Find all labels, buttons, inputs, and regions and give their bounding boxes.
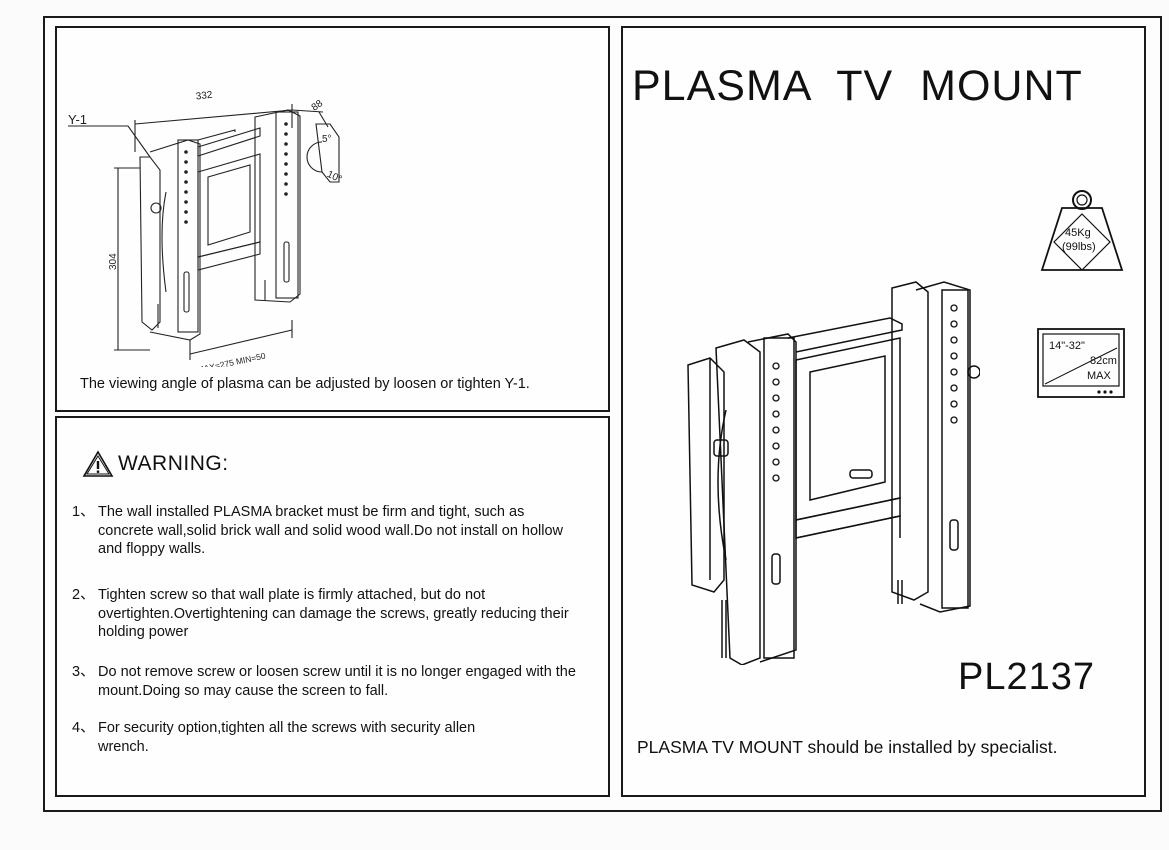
warning-item: 1、 The wall installed PLASMA bracket mus… [72, 503, 578, 559]
adjustment-caption: The viewing angle of plasma can be adjus… [80, 376, 530, 392]
warning-item: 2、 Tighten screw so that wall plate is f… [72, 586, 578, 642]
weight-icon: 45Kg (99lbs) [1040, 190, 1124, 271]
warning-item-number: 1、 [72, 504, 95, 520]
warning-title: WARNING: [118, 452, 229, 475]
panel-divider [55, 410, 610, 418]
warning-heading: WARNING: [82, 450, 229, 478]
screen-max: MAX [1087, 370, 1112, 382]
screen-range: 14"-32" [1049, 340, 1085, 352]
part-label-y1: Y-1 [68, 112, 87, 127]
dim-width: 332 [195, 90, 213, 103]
warning-item-text: For security option,tighten all the scre… [98, 720, 476, 755]
angle-a: 5° [322, 134, 332, 145]
mount-product-illustration [687, 281, 980, 665]
warning-item-text: Do not remove screw or loosen screw unti… [98, 664, 576, 699]
installation-note: PLASMA TV MOUNT should be installed by s… [637, 737, 1058, 757]
bracket-dimension-diagram: Y-1 332 88 5° 10° 304 MAX=275 MIN=50 [68, 90, 343, 367]
warning-item-number: 2、 [72, 587, 95, 603]
angle-b: 10° [325, 169, 343, 185]
screen-cm: 82cm [1090, 355, 1117, 367]
warning-item: 4、 For security option,tighten all the s… [72, 719, 498, 756]
weight-kg: 45Kg [1065, 227, 1091, 239]
model-number: PL2137 [958, 656, 1096, 698]
product-title: PLASMA TV MOUNT [632, 62, 1083, 110]
dim-spacing: MAX=275 MIN=50 [196, 351, 267, 367]
warning-item-number: 4、 [72, 720, 95, 736]
right-panel [621, 26, 1146, 797]
warning-item-text: Tighten screw so that wall plate is firm… [98, 587, 569, 640]
weight-lbs: (99lbs) [1062, 241, 1096, 253]
dim-height: 304 [108, 253, 119, 270]
warning-item-number: 3、 [72, 664, 95, 680]
warning-item-text: The wall installed PLASMA bracket must b… [98, 504, 564, 557]
warning-item: 3、 Do not remove screw or loosen screw u… [72, 663, 578, 700]
screen-size-icon: 14"-32" 82cm MAX [1037, 328, 1125, 398]
warning-triangle-icon [82, 450, 114, 477]
